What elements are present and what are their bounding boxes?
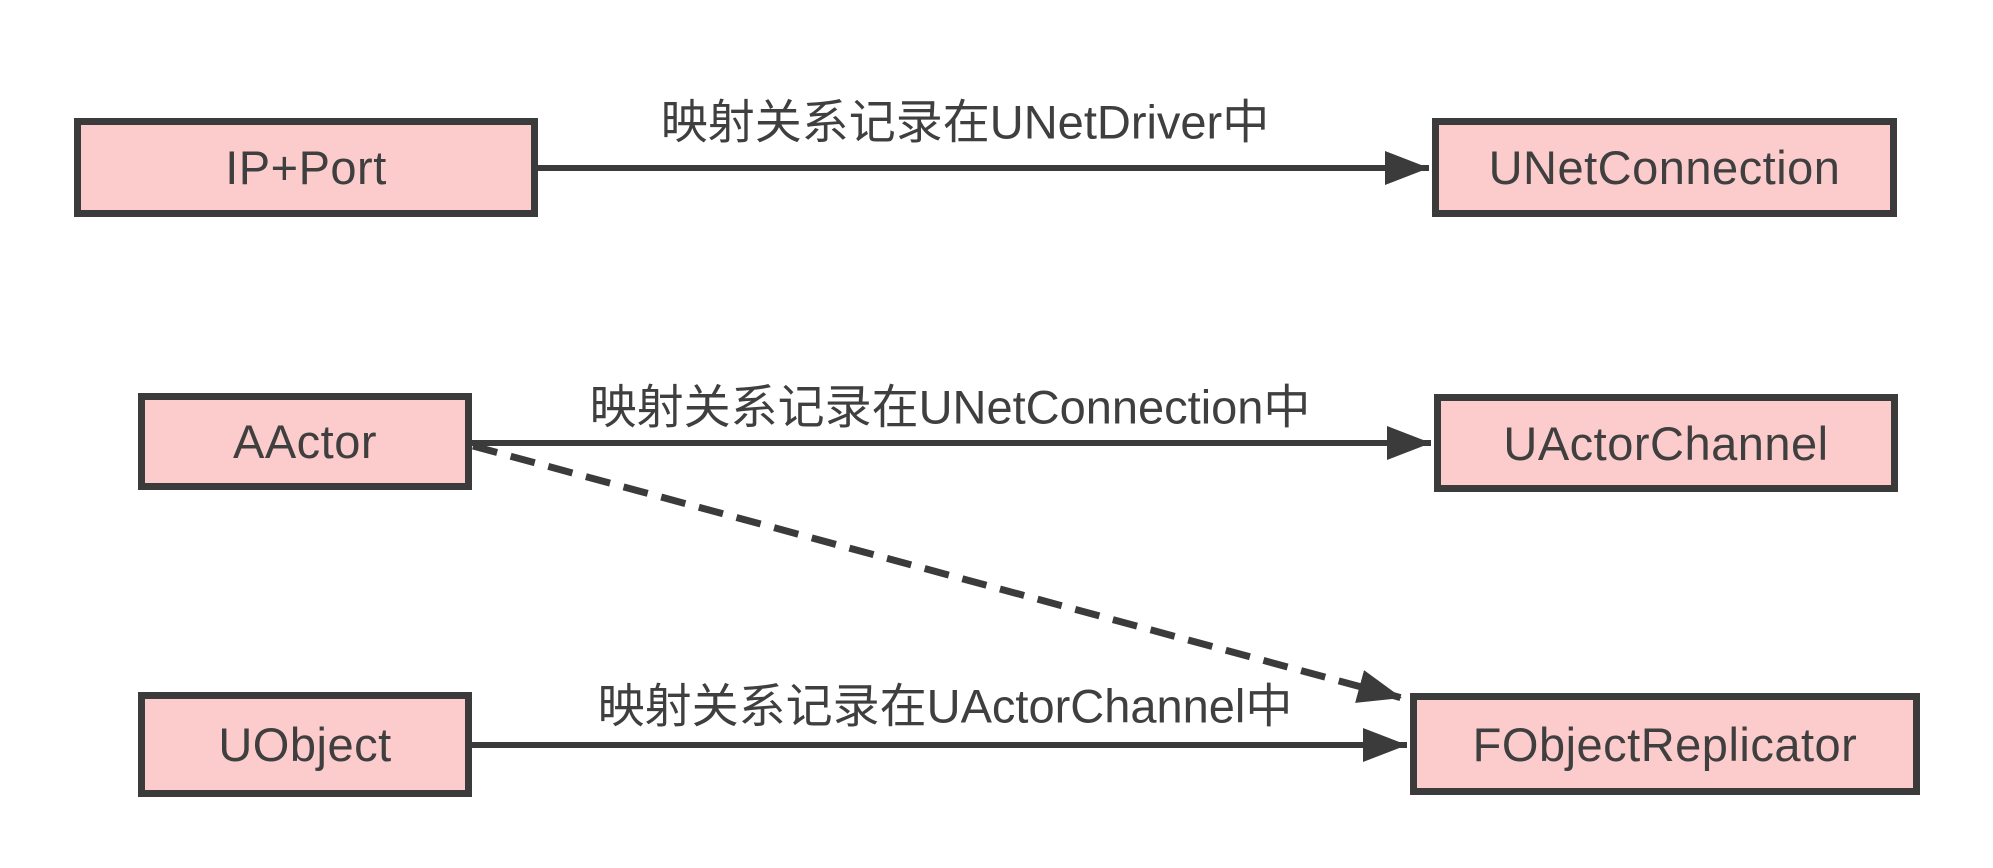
edge-label-uactorchannel: 映射关系记录在UActorChannel中 [597,679,1293,733]
edge-label-unetdriver: 映射关系记录在UNetDriver中 [660,95,1270,149]
node-uactorchannel: UActorChannel [1434,394,1898,492]
node-uobject: UObject [138,692,472,797]
edge-aactor-to-fobjectreplicator [472,442,1403,703]
node-fobjectreplicator: FObjectReplicator [1410,693,1920,795]
edge-label-unetconnection: 映射关系记录在UNetConnection中 [589,380,1311,434]
node-aactor: AActor [138,393,472,490]
node-ip-port: IP+Port [74,118,538,217]
node-unetconnection: UNetConnection [1432,118,1897,217]
